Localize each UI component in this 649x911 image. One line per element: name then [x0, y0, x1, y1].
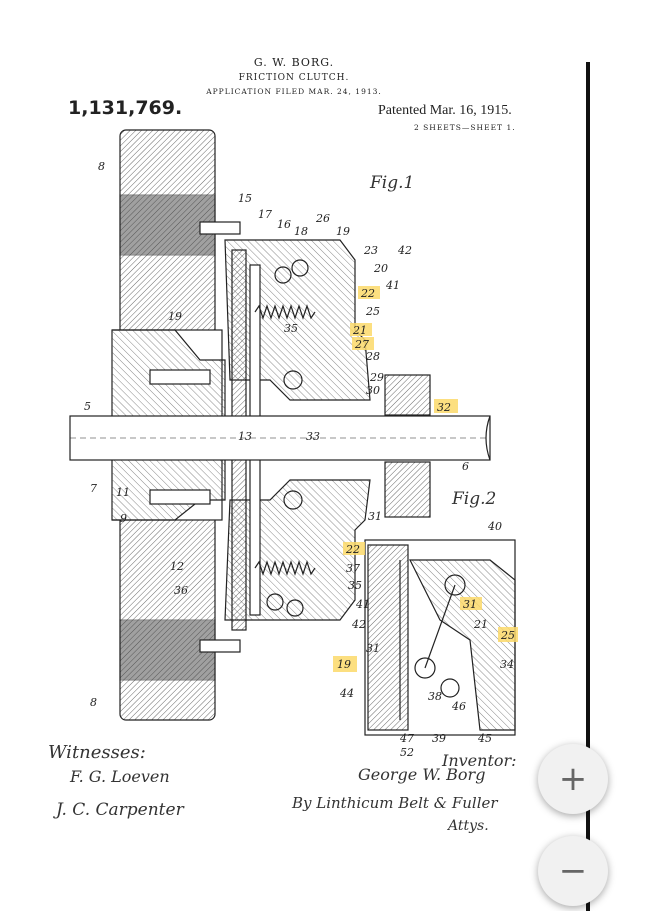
- application-date: APPLICATION FILED MAR. 24, 1913.: [206, 87, 382, 96]
- label: 8: [98, 160, 105, 173]
- label: 31: [368, 510, 382, 523]
- highlight-22b: [343, 542, 365, 555]
- label-25: 25: [500, 629, 515, 642]
- zoom-out-button[interactable]: −: [538, 836, 608, 906]
- highlight-25: [498, 627, 518, 642]
- page-edge: [586, 62, 590, 911]
- label: 13: [238, 430, 252, 443]
- label-21: 21: [352, 324, 367, 337]
- highlight-32: [434, 399, 458, 413]
- patented-date: Patented Mar. 16, 1915.: [378, 103, 512, 118]
- label: 18: [294, 225, 308, 238]
- label: 41: [385, 279, 400, 292]
- label-22: 22: [360, 287, 375, 300]
- highlight-27: [352, 337, 374, 350]
- attorneys-label: Attys.: [446, 818, 489, 834]
- label: 23: [363, 244, 378, 257]
- label: 40: [487, 520, 502, 533]
- label: 31: [366, 642, 380, 655]
- label: 20: [373, 262, 388, 275]
- label-19: 19: [337, 658, 351, 671]
- label: 11: [116, 486, 130, 499]
- label: 34: [500, 658, 514, 671]
- label: 15: [238, 192, 252, 205]
- label-31: 31: [463, 598, 477, 611]
- label: 19: [168, 310, 182, 323]
- label: 52: [400, 746, 414, 759]
- label-32: 32: [437, 401, 451, 414]
- label: 25: [365, 305, 380, 318]
- label: 16: [277, 218, 291, 231]
- label: 30: [366, 384, 380, 397]
- sheet-count: 2 SHEETS—SHEET 1.: [414, 123, 516, 132]
- label: 37: [346, 562, 360, 575]
- label: 9: [120, 512, 127, 525]
- zoom-in-button[interactable]: +: [538, 744, 608, 814]
- label: 19: [336, 225, 350, 238]
- inventor-label: Inventor:: [441, 751, 517, 770]
- label: 47: [399, 732, 414, 745]
- highlight-19: [333, 656, 357, 672]
- label: 39: [432, 732, 446, 745]
- figure-1-label: Fig.1: [369, 173, 414, 193]
- witness-signature-1: F. G. Loeven: [69, 767, 170, 786]
- highlight-22: [358, 286, 380, 299]
- label-22b: 22: [345, 543, 360, 556]
- label: 17: [258, 208, 272, 221]
- label: 42: [351, 618, 366, 631]
- witnesses-label: Witnesses:: [48, 742, 146, 763]
- clutch-drawing: 22 21 27 32 22 31 25 19 8 15 17 16 18 26…: [48, 129, 518, 834]
- label: 45: [477, 732, 492, 745]
- highlight-31: [460, 597, 482, 610]
- highlight-21: [350, 323, 372, 336]
- label: 46: [451, 700, 466, 713]
- label: 33: [306, 430, 320, 443]
- witness-signature-2: J. C. Carpenter: [53, 800, 185, 820]
- label: 5: [84, 400, 91, 413]
- label: 12: [170, 560, 184, 573]
- label: 28: [365, 350, 380, 363]
- label: 6: [462, 460, 469, 473]
- label: 7: [90, 482, 97, 495]
- inventor-signature: George W. Borg: [358, 765, 485, 784]
- label: 35: [348, 579, 362, 592]
- label: 26: [315, 212, 330, 225]
- label: 35: [284, 322, 298, 335]
- attorneys-signature: By Linthicum Belt & Fuller: [291, 794, 498, 812]
- label: 36: [174, 584, 188, 597]
- patent-number: 1,131,769.: [68, 97, 183, 119]
- label: 44: [339, 687, 354, 700]
- label-27: 27: [354, 338, 369, 351]
- label: 8: [90, 696, 97, 709]
- patent-page: G. W. BORG. FRICTION CLUTCH. APPLICATION…: [48, 56, 518, 834]
- label: 41: [355, 598, 370, 611]
- label: 29: [369, 371, 384, 384]
- label: 42: [397, 244, 412, 257]
- label: 38: [428, 690, 442, 703]
- label: 21: [473, 618, 488, 631]
- inventor-name: G. W. BORG.: [253, 56, 335, 69]
- invention-title: FRICTION CLUTCH.: [238, 73, 350, 83]
- figure-2-label: Fig.2: [451, 489, 496, 509]
